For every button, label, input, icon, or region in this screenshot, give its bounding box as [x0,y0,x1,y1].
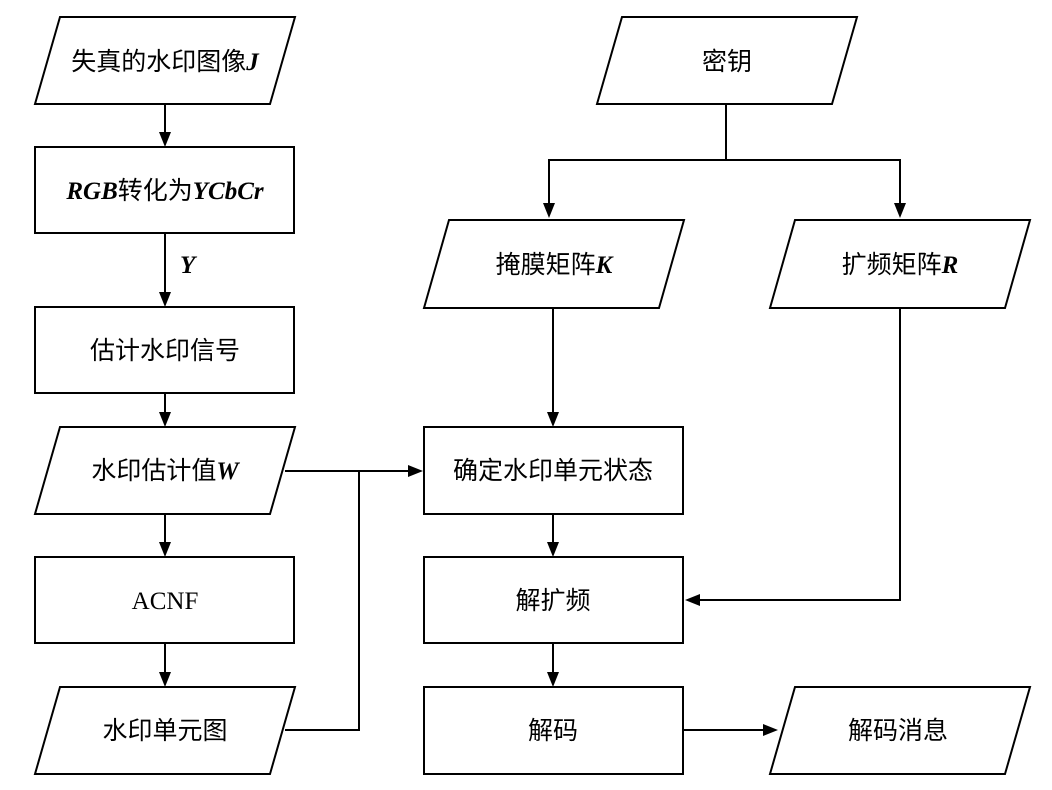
node-mask-matrix: 掩膜矩阵K [422,219,686,309]
edge-value-to-unit-state-arrowhead [408,465,423,477]
edge-key-to-mask-arrowhead [543,203,555,218]
edge-spread-to-despread [698,308,901,601]
node-despread-label: 解扩频 [515,586,590,615]
node-acnf: ACNF [34,556,295,644]
edge-estimate-to-value-arrowhead [159,412,171,427]
edge-unit-state-to-despread-arrowhead [547,542,559,557]
node-acnf-label: ACNF [132,588,199,615]
node-estimate-value-label: 水印估计值W [91,456,240,485]
node-decoded-message: 解码消息 [768,686,1032,775]
node-decoded-message-label: 解码消息 [848,716,948,745]
node-despread: 解扩频 [423,556,684,644]
edge-value-to-acnf-arrowhead [159,542,171,557]
node-key: 密钥 [595,16,859,105]
edge-key-to-spread [726,159,901,205]
node-rgb-convert: RGB转化为YCbCr [34,146,295,234]
node-rgb-convert-label: RGB转化为YCbCr [65,176,264,205]
edge-despread-to-decode-arrowhead [547,672,559,687]
edge-key-to-spread-arrowhead [894,203,906,218]
node-estimate-signal: 估计水印信号 [34,306,295,394]
node-spread-matrix-label: 扩频矩阵R [842,250,959,279]
node-unit-map-label: 水印单元图 [102,716,227,745]
node-estimate-value: 水印估计值W [33,426,297,515]
node-unit-map: 水印单元图 [33,686,297,775]
edge-image-to-rgb-arrowhead [159,132,171,147]
edge-rgb-to-estimate-arrowhead [159,292,171,307]
edge-unitmap-to-unit-state [285,471,360,731]
node-spread-matrix: 扩频矩阵R [768,219,1032,309]
edge-key-split [548,104,727,205]
edge-decode-to-message-arrowhead [763,724,778,736]
node-key-label: 密钥 [702,47,752,76]
node-decode: 解码 [423,686,684,775]
node-unit-state-label: 确定水印单元状态 [453,456,653,485]
node-decode-label: 解码 [528,716,578,745]
node-mask-matrix-label: 掩膜矩阵K [496,250,615,279]
edge-acnf-to-unitmap-arrowhead [159,672,171,687]
edge-spread-to-despread-arrowhead [685,594,700,606]
node-distorted-image: 失真的水印图像J [33,16,297,105]
edge-mask-to-unit-state-arrowhead [547,412,559,427]
node-estimate-signal-label: 估计水印信号 [90,336,240,365]
connectors [159,104,906,736]
node-unit-state: 确定水印单元状态 [423,426,684,515]
edge-y-label: Y [180,252,198,279]
node-distorted-image-label: 失真的水印图像J [71,47,260,76]
